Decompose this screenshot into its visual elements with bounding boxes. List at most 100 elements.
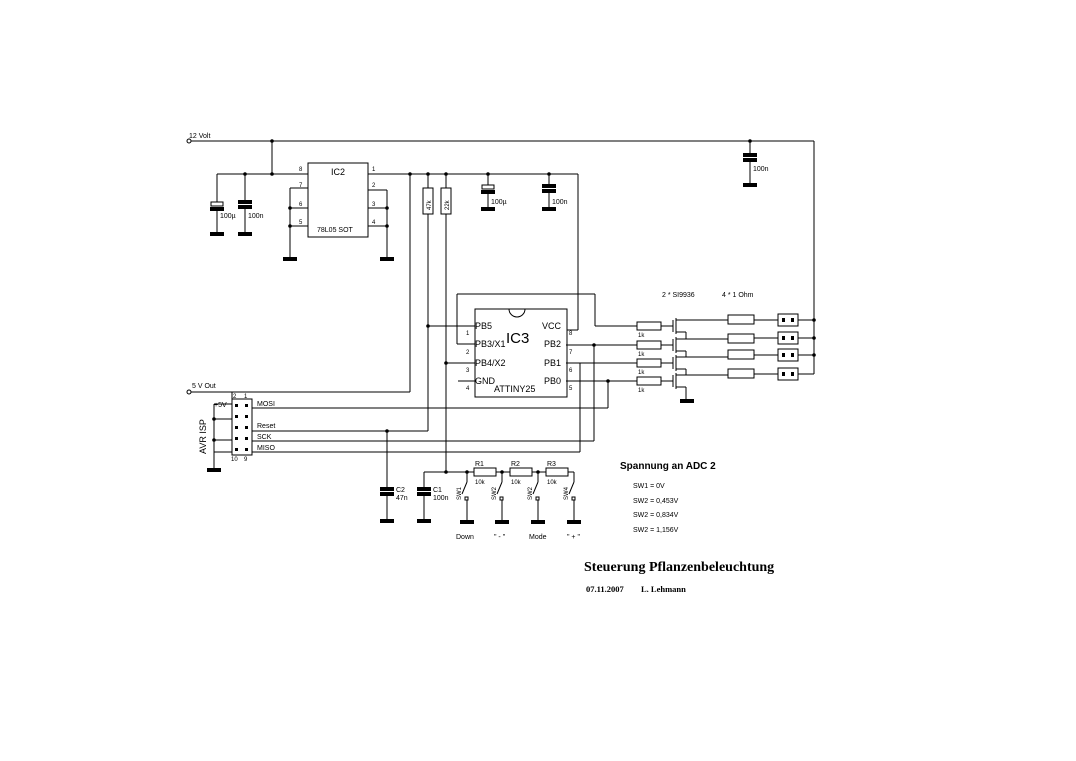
pin-label: 3 [466, 368, 470, 374]
resistor-value: 10k [511, 480, 522, 486]
button-ladder: R1 R2 R3 10k 10k 10k SW1 SW2 SW2 SW4 Dow… [424, 461, 581, 541]
resistor-value: 22k [445, 199, 451, 210]
pin-name: PB1 [544, 358, 561, 368]
switch-name: SW2 [528, 486, 534, 500]
resistor-value: 47k [427, 199, 433, 210]
resistor-name: R2 [511, 461, 520, 468]
cap-value-label: 100µ [220, 213, 236, 220]
pin-name: VCC [542, 321, 562, 331]
resistor-value: 1k [638, 352, 645, 358]
capacitor-100u-right: 100µ [481, 174, 507, 211]
cap-value-label: 47n [396, 495, 408, 502]
ic2-input-wiring [216, 141, 308, 258]
pin-label: 9 [244, 457, 248, 463]
ic2-output-wiring: 5 V Out [186, 172, 579, 395]
pin-label: 4 [372, 220, 376, 226]
resistor-value: 10k [547, 480, 558, 486]
resistor-name: R3 [547, 461, 556, 468]
adc-row: SW1 = 0V [633, 483, 665, 490]
pin-label: 8 [569, 331, 573, 337]
ic3-name: IC3 [506, 330, 529, 347]
isp-title: AVR ISP [198, 419, 208, 454]
load-resistors: 4 * 1 Ohm [722, 292, 778, 379]
switch-label: Down [456, 534, 474, 541]
pin-name: PB5 [475, 321, 492, 331]
switch-name: SW1 [457, 486, 463, 500]
pin-label: 1 [244, 394, 248, 400]
ic3-part: ATTINY25 [494, 384, 535, 394]
pin-label: 2 [233, 394, 237, 400]
pin-label: 2 [466, 350, 470, 356]
resistor-value: 10k [475, 480, 486, 486]
pin-label: 6 [569, 368, 573, 374]
pin-label: 2 [372, 183, 376, 189]
pin-label: 1 [372, 167, 376, 173]
isp-5v-label: +5V [214, 402, 227, 409]
ic2-part: 78L05 SOT [317, 227, 354, 234]
pin-label: 8 [299, 167, 303, 173]
pin-label: 6 [299, 202, 303, 208]
mosfets-si9936: 2 * SI9936 [662, 292, 728, 403]
pin-label: 5 [299, 220, 303, 226]
pin-label: 7 [569, 350, 573, 356]
cap-value-label: 100µ [491, 199, 507, 206]
mosfet-label: 2 * SI9936 [662, 292, 695, 299]
isp-mosi-label: MOSI [257, 401, 275, 408]
cap-name: C1 [433, 487, 442, 494]
gate-resistors: 1k 1k 1k 1k [636, 321, 673, 394]
ic2-regulator: IC2 78L05 SOT 8 7 6 5 1 2 3 4 [299, 162, 376, 238]
pin-name: PB3/X1 [475, 339, 506, 349]
resistor-47k: 47k [422, 174, 434, 431]
resistor-name: R1 [475, 461, 484, 468]
capacitor-c1: C1 100n [417, 472, 449, 523]
schematic-date: 07.11.2007 [586, 584, 625, 594]
capacitor-100n-top: 100n [743, 141, 769, 187]
cap-value-label: 100n [248, 213, 264, 220]
ic2-name: IC2 [331, 167, 345, 177]
isp-miso-label: MISO [257, 445, 275, 452]
cap-value-label: 100n [753, 166, 769, 173]
schematic-author: L. Lehmann [641, 584, 686, 594]
cap-value-label: 100n [433, 495, 449, 502]
capacitor-100u-left: 100µ [210, 201, 236, 236]
ic3-left-wiring [428, 293, 637, 382]
pin-name: PB2 [544, 339, 561, 349]
load-label: 4 * 1 Ohm [722, 292, 754, 299]
pin-label: 5 [569, 386, 573, 392]
adc-title: Spannung an ADC 2 [620, 461, 716, 472]
output-connectors [777, 313, 816, 381]
pin-name: GND [475, 376, 496, 386]
label-12v: 12 Volt [189, 133, 210, 140]
isp-sck-label: SCK [257, 434, 272, 441]
pin-name: PB0 [544, 376, 561, 386]
switch-label: Mode [529, 534, 547, 541]
pin-name: PB4/X2 [475, 358, 506, 368]
adc-row: SW2 = 0,834V [633, 512, 679, 519]
switch-label: " - " [494, 534, 506, 541]
title-block: Steuerung Pflanzenbeleuchtung 07.11.2007… [584, 560, 774, 594]
ic3-right-wiring [566, 343, 637, 383]
cap-name: C2 [396, 487, 405, 494]
pin-label: 7 [299, 183, 303, 189]
capacitor-100n-left: 100n [238, 200, 264, 236]
resistor-value: 1k [638, 333, 645, 339]
pin-label: 4 [466, 386, 470, 392]
pin-label: 1 [466, 331, 470, 337]
isp-reset-label: Reset [257, 423, 275, 430]
label-5v-out: 5 V Out [192, 383, 216, 390]
switch-label: " + " [567, 534, 580, 541]
schematic-title: Steuerung Pflanzenbeleuchtung [584, 560, 774, 575]
resistor-22k: 22k [440, 174, 452, 474]
pin-label: 10 [231, 457, 238, 463]
resistor-value: 1k [638, 370, 645, 376]
ic3-attiny25: IC3 ATTINY25 PB5 PB3/X1 PB4/X2 GND VCC P… [466, 308, 573, 398]
switch-name: SW4 [564, 486, 570, 500]
avr-isp-header: AVR ISP 2 1 10 9 +5V MOSI Reset SCK MISO [198, 345, 609, 472]
capacitor-c2: C2 47n [380, 431, 408, 523]
adc-voltage-table: Spannung an ADC 2 SW1 = 0V SW2 = 0,453V … [620, 461, 716, 534]
cap-value-label: 100n [552, 199, 568, 206]
adc-row: SW2 = 1,156V [633, 527, 679, 534]
switch-name: SW2 [492, 486, 498, 500]
resistor-value: 1k [638, 388, 645, 394]
